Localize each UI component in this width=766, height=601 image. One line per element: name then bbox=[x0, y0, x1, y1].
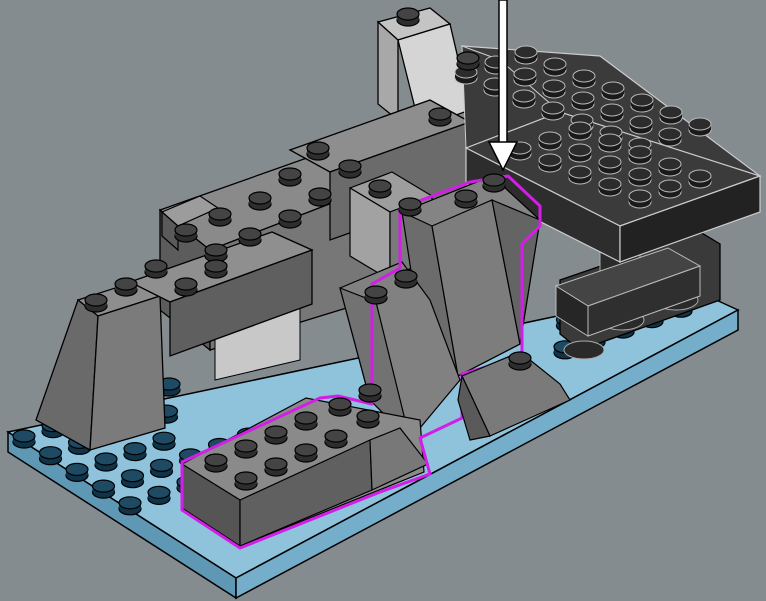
stud-icon bbox=[204, 259, 228, 279]
stud-icon bbox=[428, 107, 452, 127]
stud-icon bbox=[123, 442, 147, 462]
stud-icon bbox=[598, 155, 622, 175]
stud-icon bbox=[659, 105, 683, 125]
stud-icon bbox=[324, 429, 348, 449]
stud-icon bbox=[264, 457, 288, 477]
stud-icon bbox=[91, 479, 116, 499]
stud-icon bbox=[598, 177, 622, 197]
stud-icon bbox=[238, 227, 262, 247]
stud-icon bbox=[658, 157, 682, 177]
stud-icon bbox=[688, 169, 712, 189]
stud-icon bbox=[356, 409, 380, 429]
stud-icon bbox=[456, 51, 480, 71]
stud-icon bbox=[114, 277, 138, 297]
stud-icon bbox=[396, 7, 420, 27]
stud-icon bbox=[368, 179, 392, 199]
stud-icon bbox=[234, 471, 258, 491]
stud-icon bbox=[628, 167, 652, 187]
stud-icon bbox=[84, 293, 108, 313]
stud-icon bbox=[454, 189, 478, 209]
stud-icon bbox=[568, 143, 592, 163]
stud-icon bbox=[152, 431, 176, 451]
stud-icon bbox=[398, 197, 422, 217]
stud-icon bbox=[571, 91, 595, 111]
stud-icon bbox=[628, 189, 652, 209]
stud-icon bbox=[204, 453, 228, 473]
stud-icon bbox=[338, 159, 362, 179]
stud-icon bbox=[628, 145, 652, 165]
stud-icon bbox=[364, 285, 388, 305]
stud-icon bbox=[328, 397, 352, 417]
stud-icon bbox=[394, 269, 418, 289]
stud-icon bbox=[358, 383, 382, 403]
stud-icon bbox=[308, 187, 332, 207]
stud-icon bbox=[264, 425, 288, 445]
stud-icon bbox=[147, 485, 171, 505]
stud-icon bbox=[94, 452, 118, 472]
stud-icon bbox=[568, 121, 592, 141]
stud-icon bbox=[514, 45, 538, 65]
arrow-down-icon bbox=[487, 0, 519, 172]
highlight-outline bbox=[180, 174, 542, 550]
stud-icon bbox=[294, 443, 318, 463]
stud-icon bbox=[541, 101, 565, 121]
stud-icon bbox=[234, 439, 258, 459]
highlighted-new-parts bbox=[180, 174, 542, 550]
stud-icon bbox=[688, 117, 712, 137]
stud-icon bbox=[144, 259, 168, 279]
stud-icon bbox=[572, 69, 596, 89]
tall-pillar bbox=[376, 7, 471, 129]
stud-icon bbox=[542, 79, 566, 99]
stud-icon bbox=[12, 429, 36, 449]
stud-icon bbox=[512, 89, 536, 109]
stud-icon bbox=[508, 351, 532, 371]
stud-icon bbox=[174, 223, 198, 243]
stud-icon bbox=[630, 93, 654, 113]
stud-icon bbox=[174, 277, 198, 297]
stud-icon bbox=[658, 179, 682, 199]
stud-icon bbox=[482, 173, 506, 193]
stud-icon bbox=[513, 67, 537, 87]
stud-icon bbox=[278, 209, 302, 229]
stud-icon bbox=[208, 207, 232, 227]
stud-icon bbox=[65, 462, 89, 482]
stud-icon bbox=[538, 153, 562, 173]
stud-icon bbox=[294, 411, 318, 431]
stud-icon bbox=[629, 115, 653, 135]
stud-icon bbox=[306, 141, 330, 161]
stud-icon bbox=[248, 191, 272, 211]
stud-icon bbox=[658, 127, 682, 147]
stud-icon bbox=[278, 167, 302, 187]
stud-icon bbox=[120, 469, 145, 489]
stud-icon bbox=[568, 165, 592, 185]
stud-icon bbox=[598, 133, 622, 153]
stud-icon bbox=[38, 446, 63, 466]
stud-icon bbox=[543, 57, 567, 77]
stud-icon bbox=[204, 243, 228, 263]
stud-icon bbox=[600, 103, 624, 123]
stud-icon bbox=[601, 81, 625, 101]
stud-icon bbox=[118, 496, 142, 516]
stud-icon bbox=[538, 131, 562, 151]
stud-icon bbox=[149, 458, 174, 478]
